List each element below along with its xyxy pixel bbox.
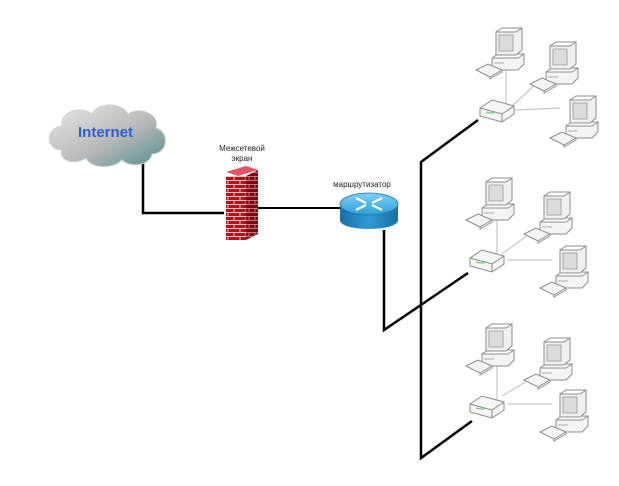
computer-icon [539, 389, 589, 442]
hub-icon [469, 395, 505, 419]
computer-icon [539, 245, 589, 298]
computer-icon [549, 95, 599, 148]
firewall-label: Межсетевой экран [205, 144, 279, 164]
computer-icon [523, 191, 573, 244]
firewall-label-line2: экран [231, 154, 253, 163]
subnet-2 [465, 177, 589, 298]
links [141, 118, 479, 461]
computer-icon [465, 177, 515, 230]
subnet-1 [475, 27, 599, 148]
router-label: маршрутизатор [333, 180, 391, 189]
link-backbone [419, 118, 479, 461]
computer-icon [475, 27, 525, 80]
internet-label: Internet [78, 124, 134, 141]
internet-cloud-icon [48, 104, 166, 167]
computer-icon [529, 41, 579, 94]
firewall-label-line1: Межсетевой [219, 144, 265, 153]
firewall-icon [226, 166, 258, 240]
subnet-3 [465, 323, 589, 442]
router-icon [339, 192, 399, 229]
computer-icon [523, 337, 573, 390]
hub-icon [469, 249, 505, 273]
hub-icon [479, 99, 515, 123]
link-router-subnet2 [382, 230, 469, 333]
link-internet-firewall [141, 160, 224, 215]
computer-icon [465, 323, 515, 376]
